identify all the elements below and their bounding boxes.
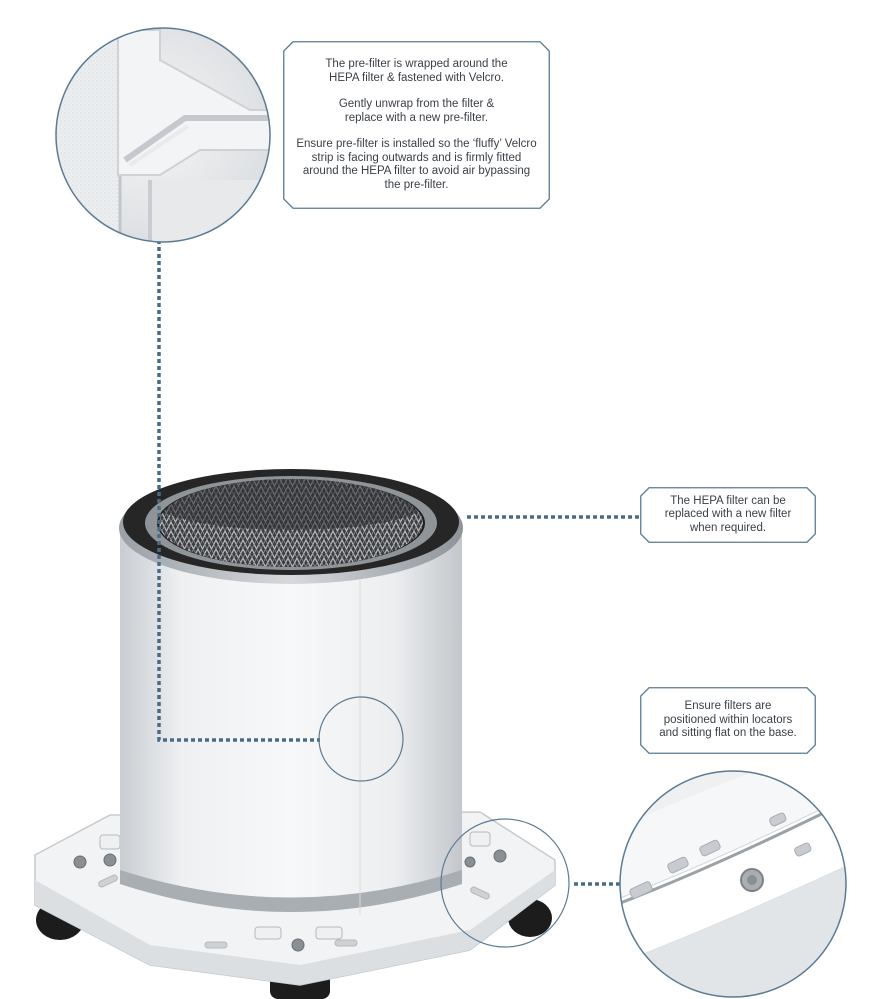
zoom-locator-detail — [619, 770, 847, 998]
callout-prefilter-line-1: The pre-filter is wrapped around the HEP… — [325, 58, 508, 84]
callout-prefilter: The pre-filter is wrapped around the HEP… — [283, 41, 550, 209]
callout-hepa: The HEPA filter can be replaced with a n… — [640, 487, 816, 543]
leader-lines — [157, 240, 640, 886]
callout-frame — [640, 487, 816, 543]
callout-frame — [283, 41, 550, 209]
callout-locators: Ensure filters are positioned within loc… — [640, 687, 816, 754]
bottom-rim — [120, 870, 462, 912]
leader-prefilter — [157, 240, 320, 742]
prefilter-highlight-circle — [318, 696, 404, 782]
callout-prefilter-line-3: Ensure pre-filter is installed so the ‘f… — [296, 138, 537, 191]
zoom-prefilter-detail — [55, 27, 271, 243]
callout-hepa-text: The HEPA filter can be replaced with a n… — [664, 494, 792, 534]
filter-cylinder — [119, 469, 463, 915]
callout-locators-text: Ensure filters are positioned within loc… — [659, 700, 797, 740]
locator-highlight-circle — [440, 818, 570, 948]
callout-frame — [640, 687, 816, 754]
callout-prefilter-line-2: Gently unwrap from the filter & replace … — [338, 98, 495, 124]
